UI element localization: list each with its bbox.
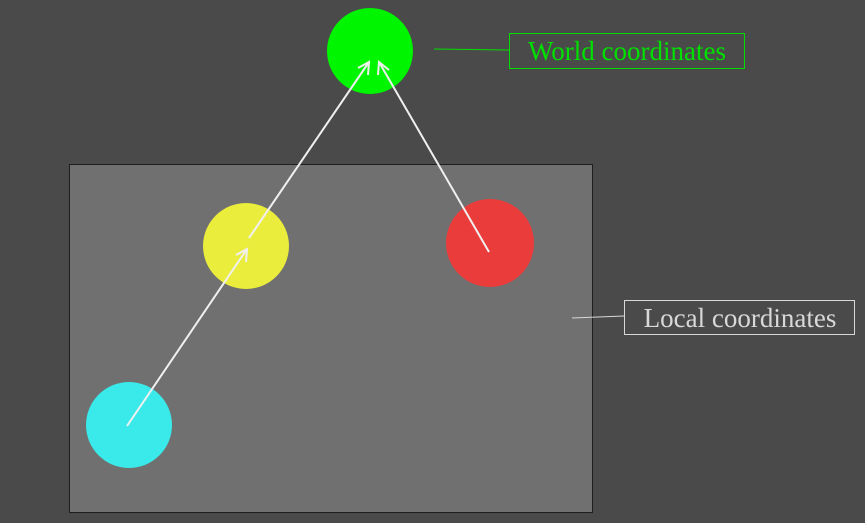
arrow-cyan-to-yellow (126, 247, 249, 427)
red-node (446, 199, 534, 287)
local-leader-line (571, 315, 625, 319)
world-leader-line (433, 48, 510, 51)
world-coordinates-callout: World coordinates (433, 33, 745, 69)
local-coordinates-callout: Local coordinates (571, 300, 855, 335)
local-label-box (624, 300, 855, 335)
green-node (327, 8, 413, 94)
world-coordinates-label: World coordinates (528, 36, 726, 66)
local-coordinates-label: Local coordinates (644, 303, 837, 333)
cyan-node (86, 382, 172, 468)
arrow-red-to-green (377, 60, 490, 253)
world-label-box (509, 33, 745, 69)
arrow-yellow-to-green (248, 60, 371, 239)
yellow-node (203, 203, 289, 289)
